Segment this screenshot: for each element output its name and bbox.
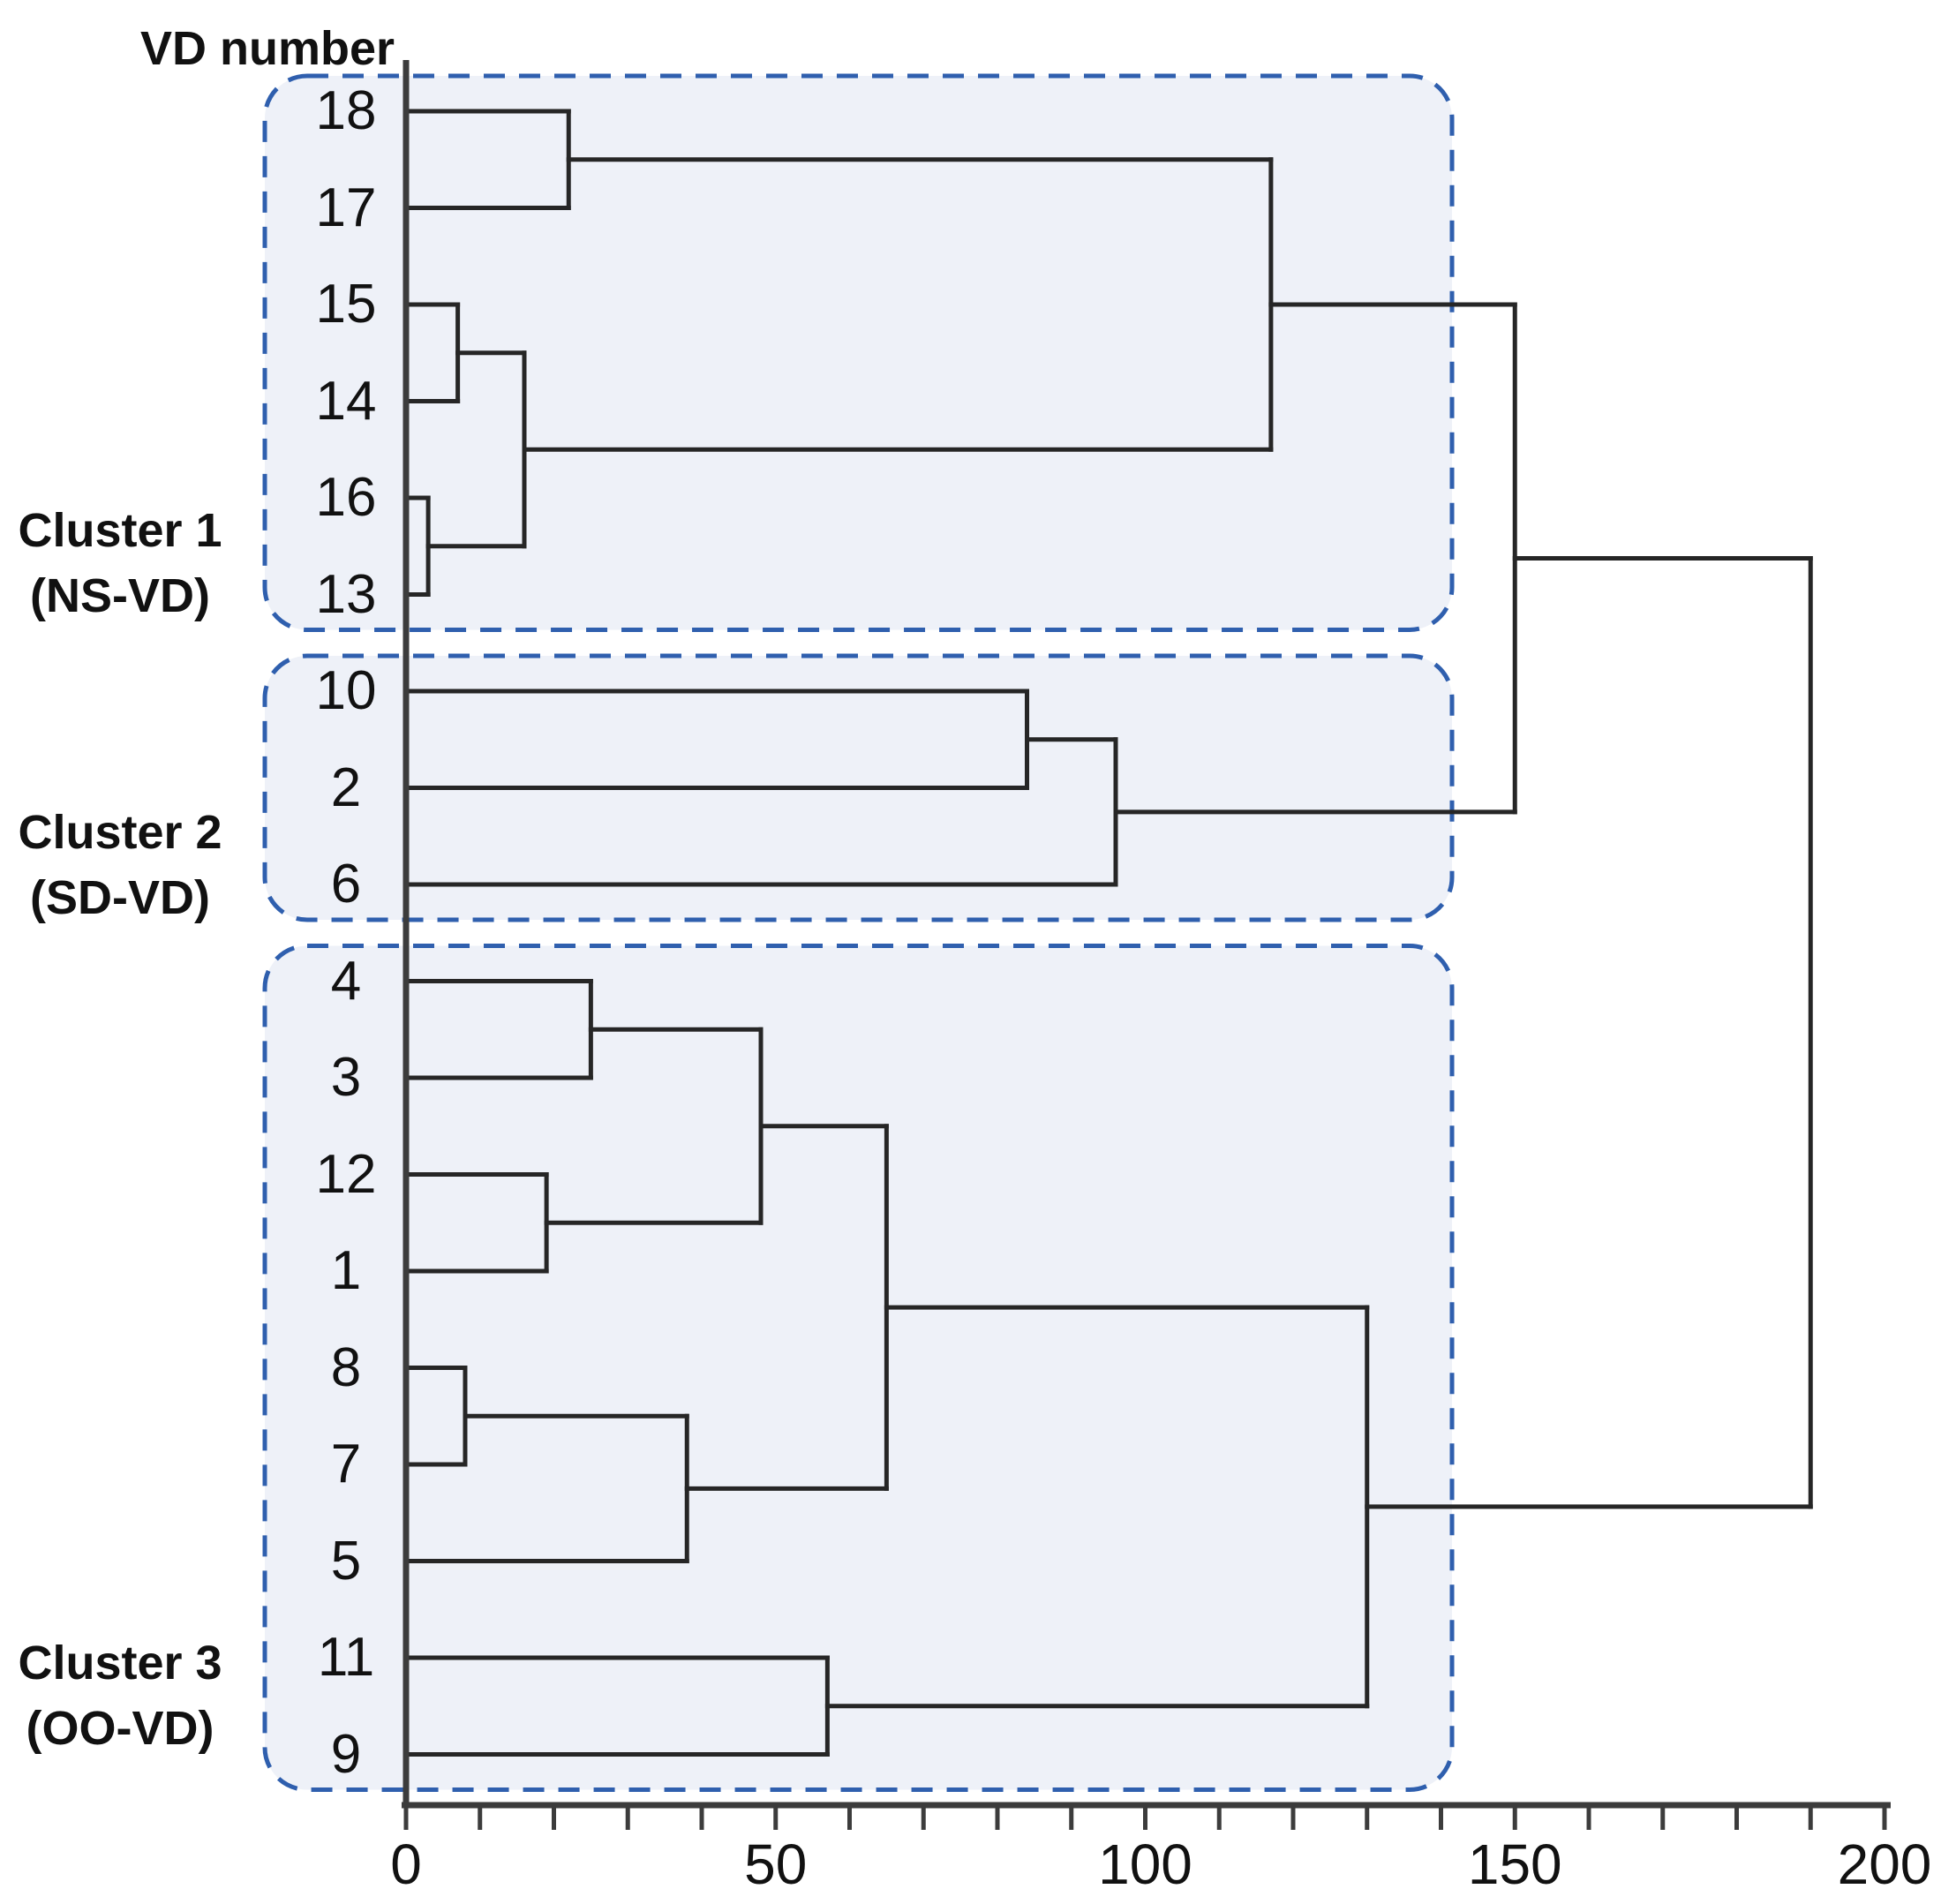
leaf-label: 5 bbox=[330, 1530, 362, 1592]
cluster-label: Cluster 3 bbox=[18, 1637, 222, 1690]
cluster-sublabel: (SD-VD) bbox=[30, 871, 210, 924]
leaf-label: 4 bbox=[330, 950, 362, 1012]
x-axis-tick-label: 100 bbox=[1098, 1833, 1192, 1896]
cluster-label: Cluster 2 bbox=[18, 806, 222, 859]
x-axis-tick-label: 150 bbox=[1467, 1833, 1562, 1896]
x-axis-tick-label: 0 bbox=[390, 1833, 422, 1896]
cluster-label: Cluster 1 bbox=[18, 504, 222, 557]
cluster-box bbox=[262, 944, 1455, 1792]
leaf-label: 15 bbox=[315, 274, 377, 335]
leaf-label: 1 bbox=[330, 1240, 362, 1301]
leaf-label: 10 bbox=[315, 660, 377, 721]
x-axis-tick-label: 50 bbox=[744, 1833, 808, 1896]
leaf-label: 3 bbox=[330, 1047, 362, 1108]
leaf-label: 8 bbox=[330, 1336, 362, 1398]
x-axis-tick-label: 200 bbox=[1837, 1833, 1932, 1896]
leaf-label: 18 bbox=[315, 80, 377, 141]
leaf-label: 17 bbox=[315, 177, 377, 238]
leaf-label: 12 bbox=[315, 1143, 377, 1205]
leaf-label: 2 bbox=[330, 756, 362, 818]
leaf-label: 7 bbox=[330, 1434, 362, 1494]
cluster-sublabel: (OO-VD) bbox=[26, 1702, 214, 1755]
leaf-label: 6 bbox=[330, 854, 362, 914]
leaf-label: 9 bbox=[330, 1723, 362, 1785]
cluster-sublabel: (NS-VD) bbox=[30, 569, 210, 622]
leaf-label: 11 bbox=[317, 1627, 375, 1688]
cluster-box bbox=[262, 73, 1455, 632]
leaf-label: 14 bbox=[315, 370, 377, 432]
leaf-label: 13 bbox=[315, 563, 377, 625]
y-axis-title: VD number bbox=[139, 22, 395, 75]
leaf-label: 16 bbox=[315, 467, 377, 528]
